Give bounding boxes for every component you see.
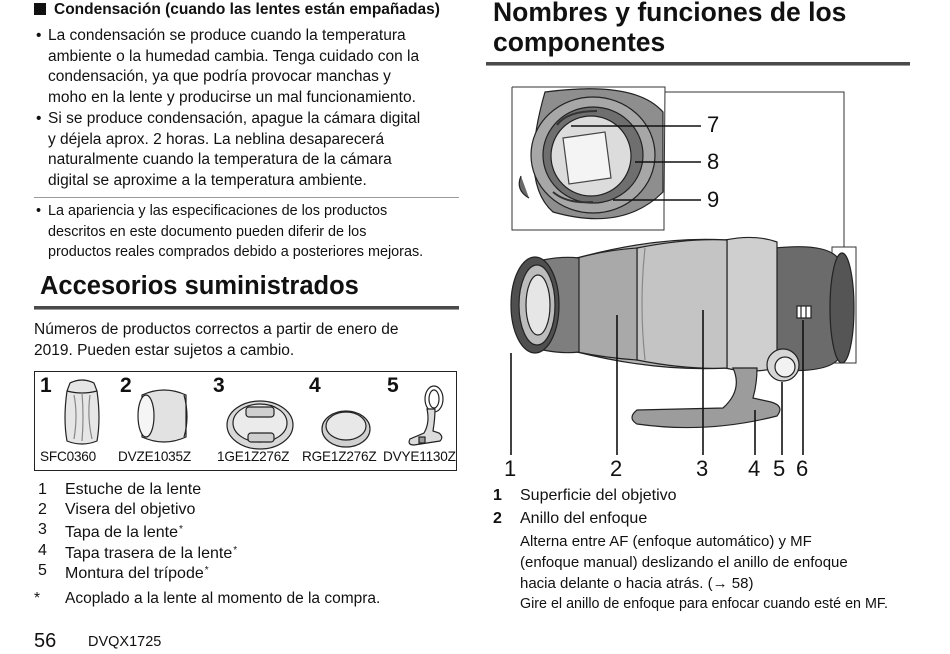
focus-description-line: (enfoque manual) deslizando el anillo de… [520,554,848,571]
lens-body [510,236,855,429]
bullet-icon: • [36,110,42,127]
lens-cap-icon [226,400,294,450]
callout-4: 4 [748,456,761,481]
lens-hood-icon [137,389,188,443]
lens-diagram [510,86,857,455]
accessories-intro: Números de productos correctos a partir … [34,321,399,359]
callout-6: 6 [796,456,809,481]
model-number: DVQX1725 [88,634,162,650]
components-title: Nombres y funciones de los componentes [493,0,847,57]
accessory-number-4: 4 [309,374,321,397]
condensation-bullet-2: • Si se produce condensación, apague la … [36,110,421,190]
accessories-title-rule [34,306,459,310]
focus-description-line: Alterna entre AF (enfoque automático) y … [520,533,812,550]
lens-case-icon [64,379,100,445]
notice-bullet: • La apariencia y las especificaciones d… [36,203,424,260]
accessory-number-2: 2 [120,374,132,397]
bullet-icon: • [36,203,42,219]
condensation-heading: Condensación (cuando las lentes están em… [34,0,474,20]
accessory-code-5: DVYE1130Z [383,449,456,464]
bullet-icon: • [36,27,42,44]
accessory-code-1: SFC0360 [40,449,97,464]
accessory-code-3: 1GE1Z276Z [217,449,290,464]
accessories-illustrations [64,379,444,450]
callout-9: 9 [707,187,720,212]
callout-lines [510,125,804,455]
callout-5: 5 [773,456,786,481]
components-title-rule [486,62,910,66]
accessory-code-2: DVZE1035Z [118,449,191,464]
accessory-number-1: 1 [40,374,52,397]
callout-8: 8 [707,149,720,174]
focus-description-line: hacia delante o hacia atrás. (→ 58) [520,575,754,592]
page-number: 56 [34,630,57,652]
accessory-code-4: RGE1Z276Z [302,449,377,464]
condensation-bullet-1: • La condensación se produce cuando la t… [36,27,420,107]
section-divider [34,197,459,198]
callout-3: 3 [696,456,709,481]
tripod-mount-icon [408,385,444,446]
square-bullet-icon [34,3,46,15]
accessory-number-3: 3 [213,374,225,397]
callout-2: 2 [610,456,623,481]
callout-1: 1 [504,456,517,481]
accessory-number-5: 5 [387,374,399,397]
accessories-box [34,371,457,471]
rear-cap-icon [321,410,371,448]
accessories-title: Accesorios suministrados [40,272,359,300]
focus-note: Gire el anillo de enfoque para enfocar c… [520,596,888,612]
lens-mount-inset [518,88,664,220]
callout-7: 7 [707,112,720,137]
